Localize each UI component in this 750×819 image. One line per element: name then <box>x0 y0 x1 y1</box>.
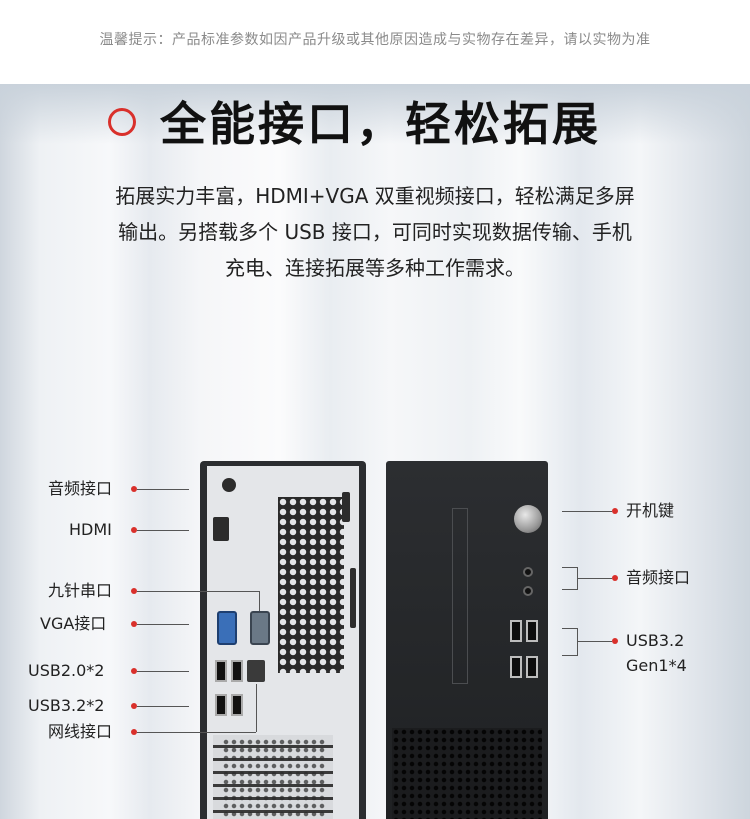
rear-hdmi-port-icon <box>213 517 229 541</box>
label-front-power: 开机键 <box>626 501 675 520</box>
callout-dot <box>131 729 137 735</box>
label-rear-audio: 音频接口 <box>48 479 113 498</box>
callout-line <box>137 489 189 490</box>
front-usb-port-icon <box>526 620 538 642</box>
description-line-1: 拓展实力丰富，HDMI+VGA 双重视频接口，轻松满足多屏 <box>115 184 635 208</box>
rear-latch-icon <box>342 492 350 522</box>
callout-line <box>137 591 259 592</box>
notice-text: 温馨提示：产品标准参数如因产品升级或其他原因造成与实物存在差异，请以实物为准 <box>99 32 651 48</box>
section-title: 全能接口，轻松拓展 <box>160 97 601 151</box>
section-description: 拓展实力丰富，HDMI+VGA 双重视频接口，轻松满足多屏 输出。另搭载多个 U… <box>0 178 750 286</box>
serial-port-icon <box>250 611 270 645</box>
callout-line <box>137 732 256 733</box>
callout-dot <box>612 638 618 644</box>
front-grille <box>392 728 542 819</box>
usb20-port-icon <box>231 660 243 682</box>
callout-line <box>562 511 612 512</box>
description-line-3: 充电、连接拓展等多种工作需求。 <box>225 256 525 280</box>
power-button-icon <box>514 505 542 533</box>
callout-line <box>137 671 189 672</box>
callout-line <box>137 706 189 707</box>
label-front-usb-line1: USB3.2 <box>626 631 685 650</box>
vga-port-icon <box>217 611 237 645</box>
label-rear-usb20: USB2.0*2 <box>28 661 105 680</box>
callout-bracket <box>562 628 578 656</box>
front-usb-port-icon <box>510 656 522 678</box>
callout-dot <box>131 527 137 533</box>
rear-vent-grille <box>278 497 344 673</box>
callout-dot <box>131 588 137 594</box>
front-mic-jack-icon <box>523 586 533 596</box>
front-usb-port-icon <box>526 656 538 678</box>
label-rear-serial: 九针串口 <box>48 581 113 600</box>
usb32-port-icon <box>231 694 243 716</box>
callout-bracket <box>562 567 578 590</box>
callout-dot <box>131 621 137 627</box>
callout-line <box>259 591 260 611</box>
callout-dot <box>131 668 137 674</box>
callout-dot <box>612 575 618 581</box>
notice-bar: 温馨提示：产品标准参数如因产品升级或其他原因造成与实物存在差异，请以实物为准 <box>0 0 750 84</box>
lan-port-icon <box>247 660 265 682</box>
callout-line <box>137 530 189 531</box>
callout-line <box>578 641 612 642</box>
callout-line <box>137 624 189 625</box>
label-front-audio: 音频接口 <box>626 568 691 587</box>
usb20-port-icon <box>215 660 227 682</box>
product-stage <box>0 84 750 819</box>
expansion-slot-vents <box>222 738 326 818</box>
label-rear-vga: VGA接口 <box>40 614 107 633</box>
front-usb-port-icon <box>510 620 522 642</box>
title-circle-icon <box>108 108 136 136</box>
rear-audio-port-icon <box>222 478 236 492</box>
label-rear-lan: 网线接口 <box>48 722 113 741</box>
callout-line <box>256 684 257 732</box>
callout-dot <box>612 508 618 514</box>
callout-line <box>578 578 612 579</box>
label-front-usb-line2: Gen1*4 <box>626 656 687 675</box>
label-rear-hdmi: HDMI <box>69 520 112 539</box>
label-rear-usb32: USB3.2*2 <box>28 696 105 715</box>
usb32-port-icon <box>215 694 227 716</box>
callout-dot <box>131 703 137 709</box>
front-drive-slot <box>452 508 468 684</box>
front-headphone-jack-icon <box>523 567 533 577</box>
callout-dot <box>131 486 137 492</box>
rear-handle-icon <box>350 568 356 628</box>
description-line-2: 输出。另搭载多个 USB 接口，可同时实现数据传输、手机 <box>118 220 632 244</box>
